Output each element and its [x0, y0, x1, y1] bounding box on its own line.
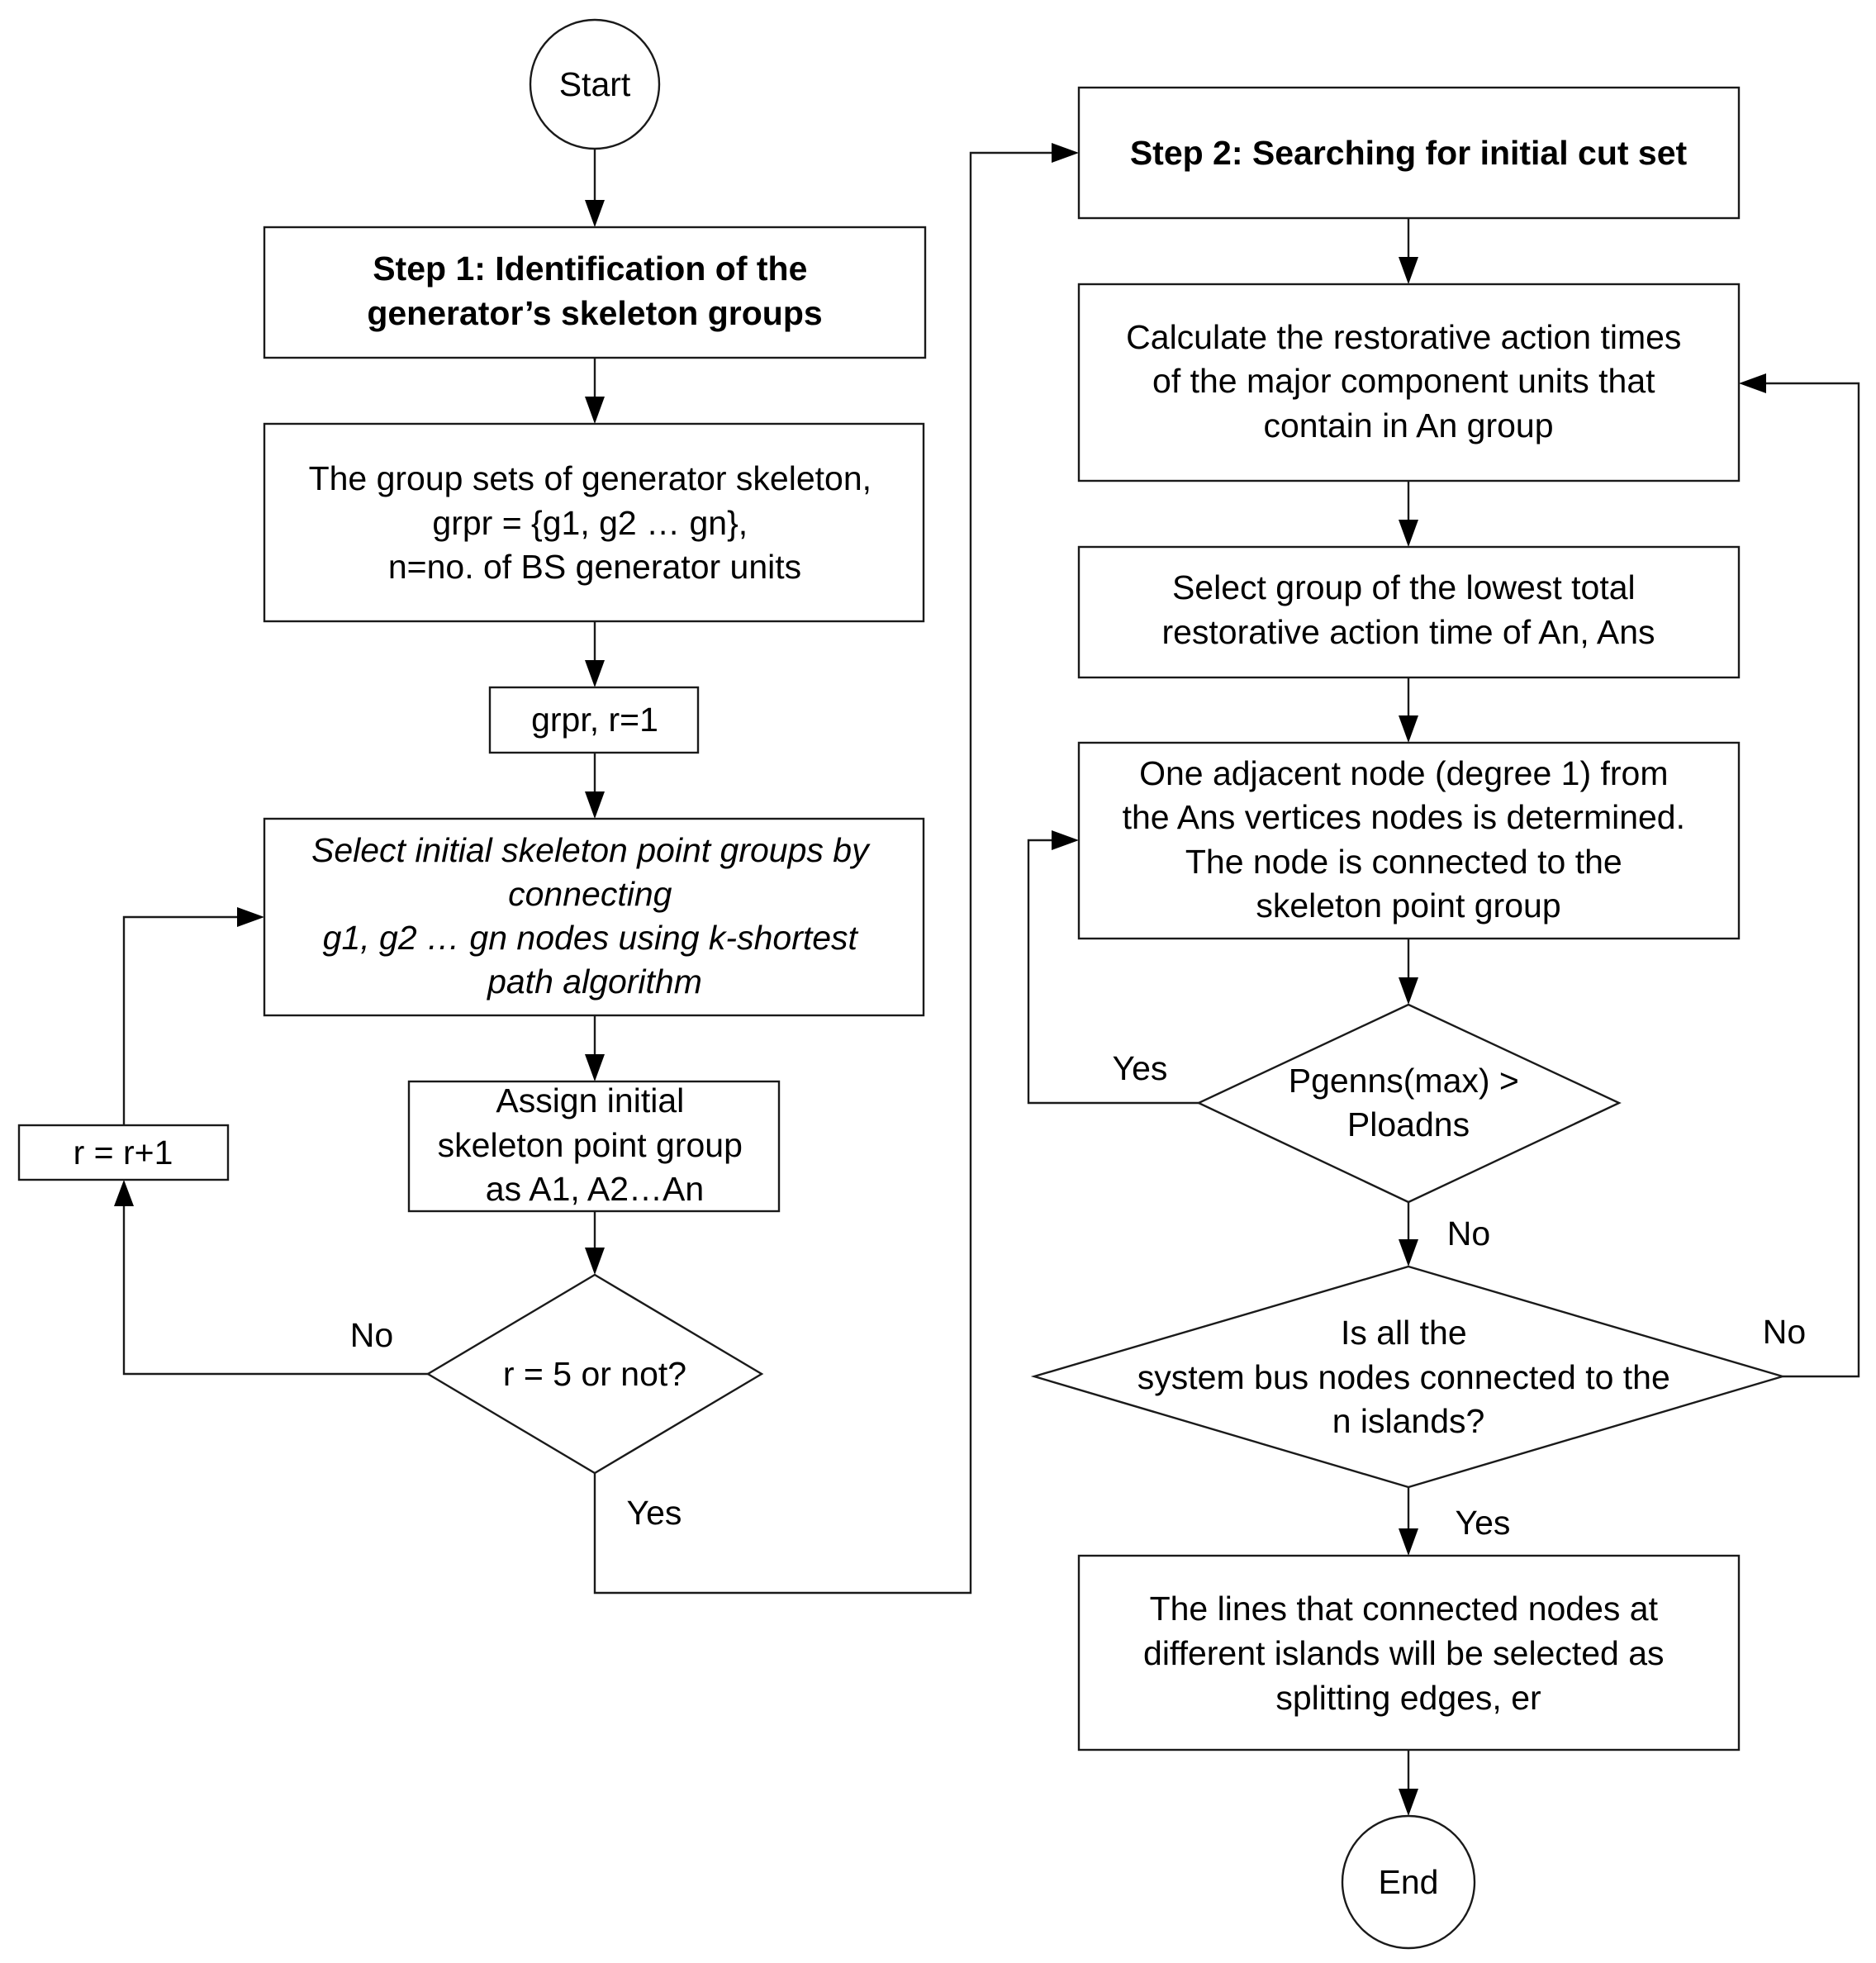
- splitting-label: The lines that connected nodes at differ…: [1143, 1590, 1674, 1717]
- init-r-label: grpr, r=1: [531, 701, 658, 739]
- end-label: End: [1379, 1863, 1439, 1901]
- step2-label: Step 2: Searching for initial cut set: [1130, 134, 1688, 172]
- arrowhead-select: [585, 791, 605, 819]
- arrowhead-calculate: [1399, 257, 1418, 284]
- decision-power: Pgenns(max) > Ploadns: [1196, 1003, 1622, 1204]
- start-label: Start: [559, 65, 631, 103]
- arrowhead-step2: [1052, 143, 1079, 163]
- edge-increment-loop: [122, 915, 237, 1125]
- calculate-box: Calculate the restorative action times o…: [1077, 283, 1741, 482]
- decision-r-label: r = 5 or not?: [503, 1355, 686, 1393]
- decision-power-label: Pgenns(max) > Ploadns: [1289, 1062, 1529, 1143]
- end-node: End: [1341, 1814, 1476, 1950]
- init-r-box: grpr, r=1: [488, 686, 700, 754]
- increment-r-label: r = r+1: [74, 1134, 173, 1172]
- arrowhead-lowest: [1399, 520, 1418, 547]
- step1-box: Step 1: Identification of the generator’…: [263, 226, 927, 359]
- group-sets-label: The group sets of generator skeleton, gr…: [309, 459, 881, 586]
- arrowhead-assign: [585, 1054, 605, 1081]
- label-all-no: No: [1763, 1313, 1806, 1351]
- start-node: Start: [529, 18, 661, 150]
- arrowhead-groupsets: [585, 397, 605, 424]
- label-r-no: No: [350, 1316, 393, 1354]
- arrowhead-decision-power: [1399, 977, 1418, 1005]
- splitting-box: The lines that connected nodes at differ…: [1077, 1554, 1741, 1751]
- arrowhead-end: [1399, 1789, 1418, 1816]
- arrowhead-step1: [585, 200, 605, 227]
- calculate-label: Calculate the restorative action times o…: [1126, 318, 1691, 444]
- adjacent-node-box: One adjacent node (degree 1) from the An…: [1077, 741, 1741, 940]
- arrowhead-splitting: [1399, 1528, 1418, 1556]
- edge-decision-power-yes: [1027, 839, 1199, 1105]
- arrowhead-decision-r: [585, 1248, 605, 1275]
- edge-decision-all-no: [1766, 382, 1860, 1378]
- decision-all-label: Is all the system bus nodes connected to…: [1137, 1314, 1679, 1440]
- decision-r: r = 5 or not?: [425, 1273, 764, 1475]
- arrowhead-loop-adjacent: [1052, 830, 1079, 850]
- arrowhead-loop-calculate: [1739, 373, 1766, 393]
- arrowhead-decision-all: [1399, 1239, 1418, 1267]
- select-initial-box: Select initial skeleton point groups by …: [263, 817, 925, 1017]
- label-all-yes: Yes: [1456, 1504, 1511, 1542]
- edge-labels: No Yes Yes No No Yes: [350, 1049, 1806, 1542]
- increment-r-box: r = r+1: [17, 1124, 230, 1181]
- arrowhead-initr: [585, 660, 605, 687]
- connectors: [114, 143, 1860, 1816]
- adjacent-node-label: One adjacent node (degree 1) from the An…: [1123, 754, 1695, 924]
- arrowhead-loop-select: [237, 907, 264, 927]
- group-sets-box: The group sets of generator skeleton, gr…: [263, 422, 925, 623]
- arrowhead-increment: [114, 1180, 134, 1206]
- step1-label: Step 1: Identification of the generator’…: [367, 250, 822, 332]
- step2-box: Step 2: Searching for initial cut set: [1077, 86, 1741, 220]
- arrowhead-adjacent: [1399, 715, 1418, 743]
- label-r-yes: Yes: [627, 1494, 682, 1532]
- select-lowest-label: Select group of the lowest total restora…: [1161, 568, 1655, 651]
- label-power-yes: Yes: [1113, 1049, 1168, 1087]
- assign-initial-box: Assign initial skeleton point group as A…: [407, 1080, 781, 1213]
- edge-decision-r-yes: [593, 151, 1052, 1595]
- select-initial-label: Select initial skeleton point groups by …: [311, 831, 878, 1001]
- label-power-no: No: [1447, 1214, 1490, 1252]
- decision-all: Is all the system bus nodes connected to…: [1030, 1265, 1787, 1489]
- edge-decision-r-no: [122, 1206, 428, 1376]
- select-lowest-box: Select group of the lowest total restora…: [1077, 545, 1741, 679]
- assign-initial-label: Assign initial skeleton point group as A…: [438, 1081, 753, 1208]
